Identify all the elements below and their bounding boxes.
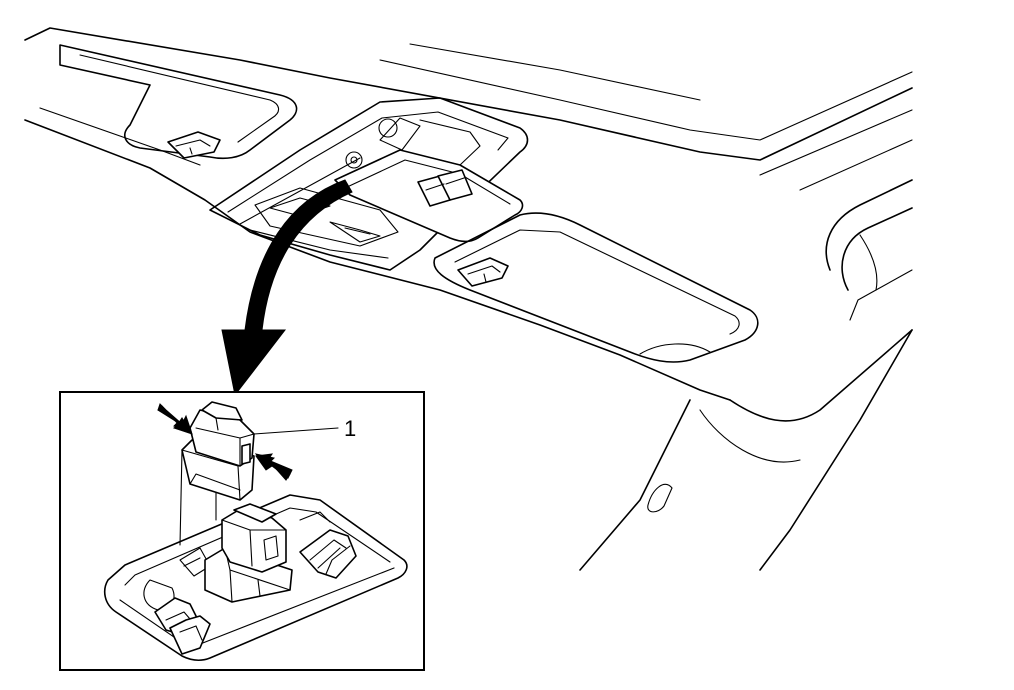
detail-inset: 1 <box>59 391 425 671</box>
callout-leader <box>253 427 339 435</box>
curved-arrow-icon <box>221 179 353 397</box>
callout-label: 1 <box>344 416 356 441</box>
press-arrow-icon <box>157 403 293 481</box>
part-1-socket <box>181 401 255 501</box>
headliner <box>24 27 913 571</box>
